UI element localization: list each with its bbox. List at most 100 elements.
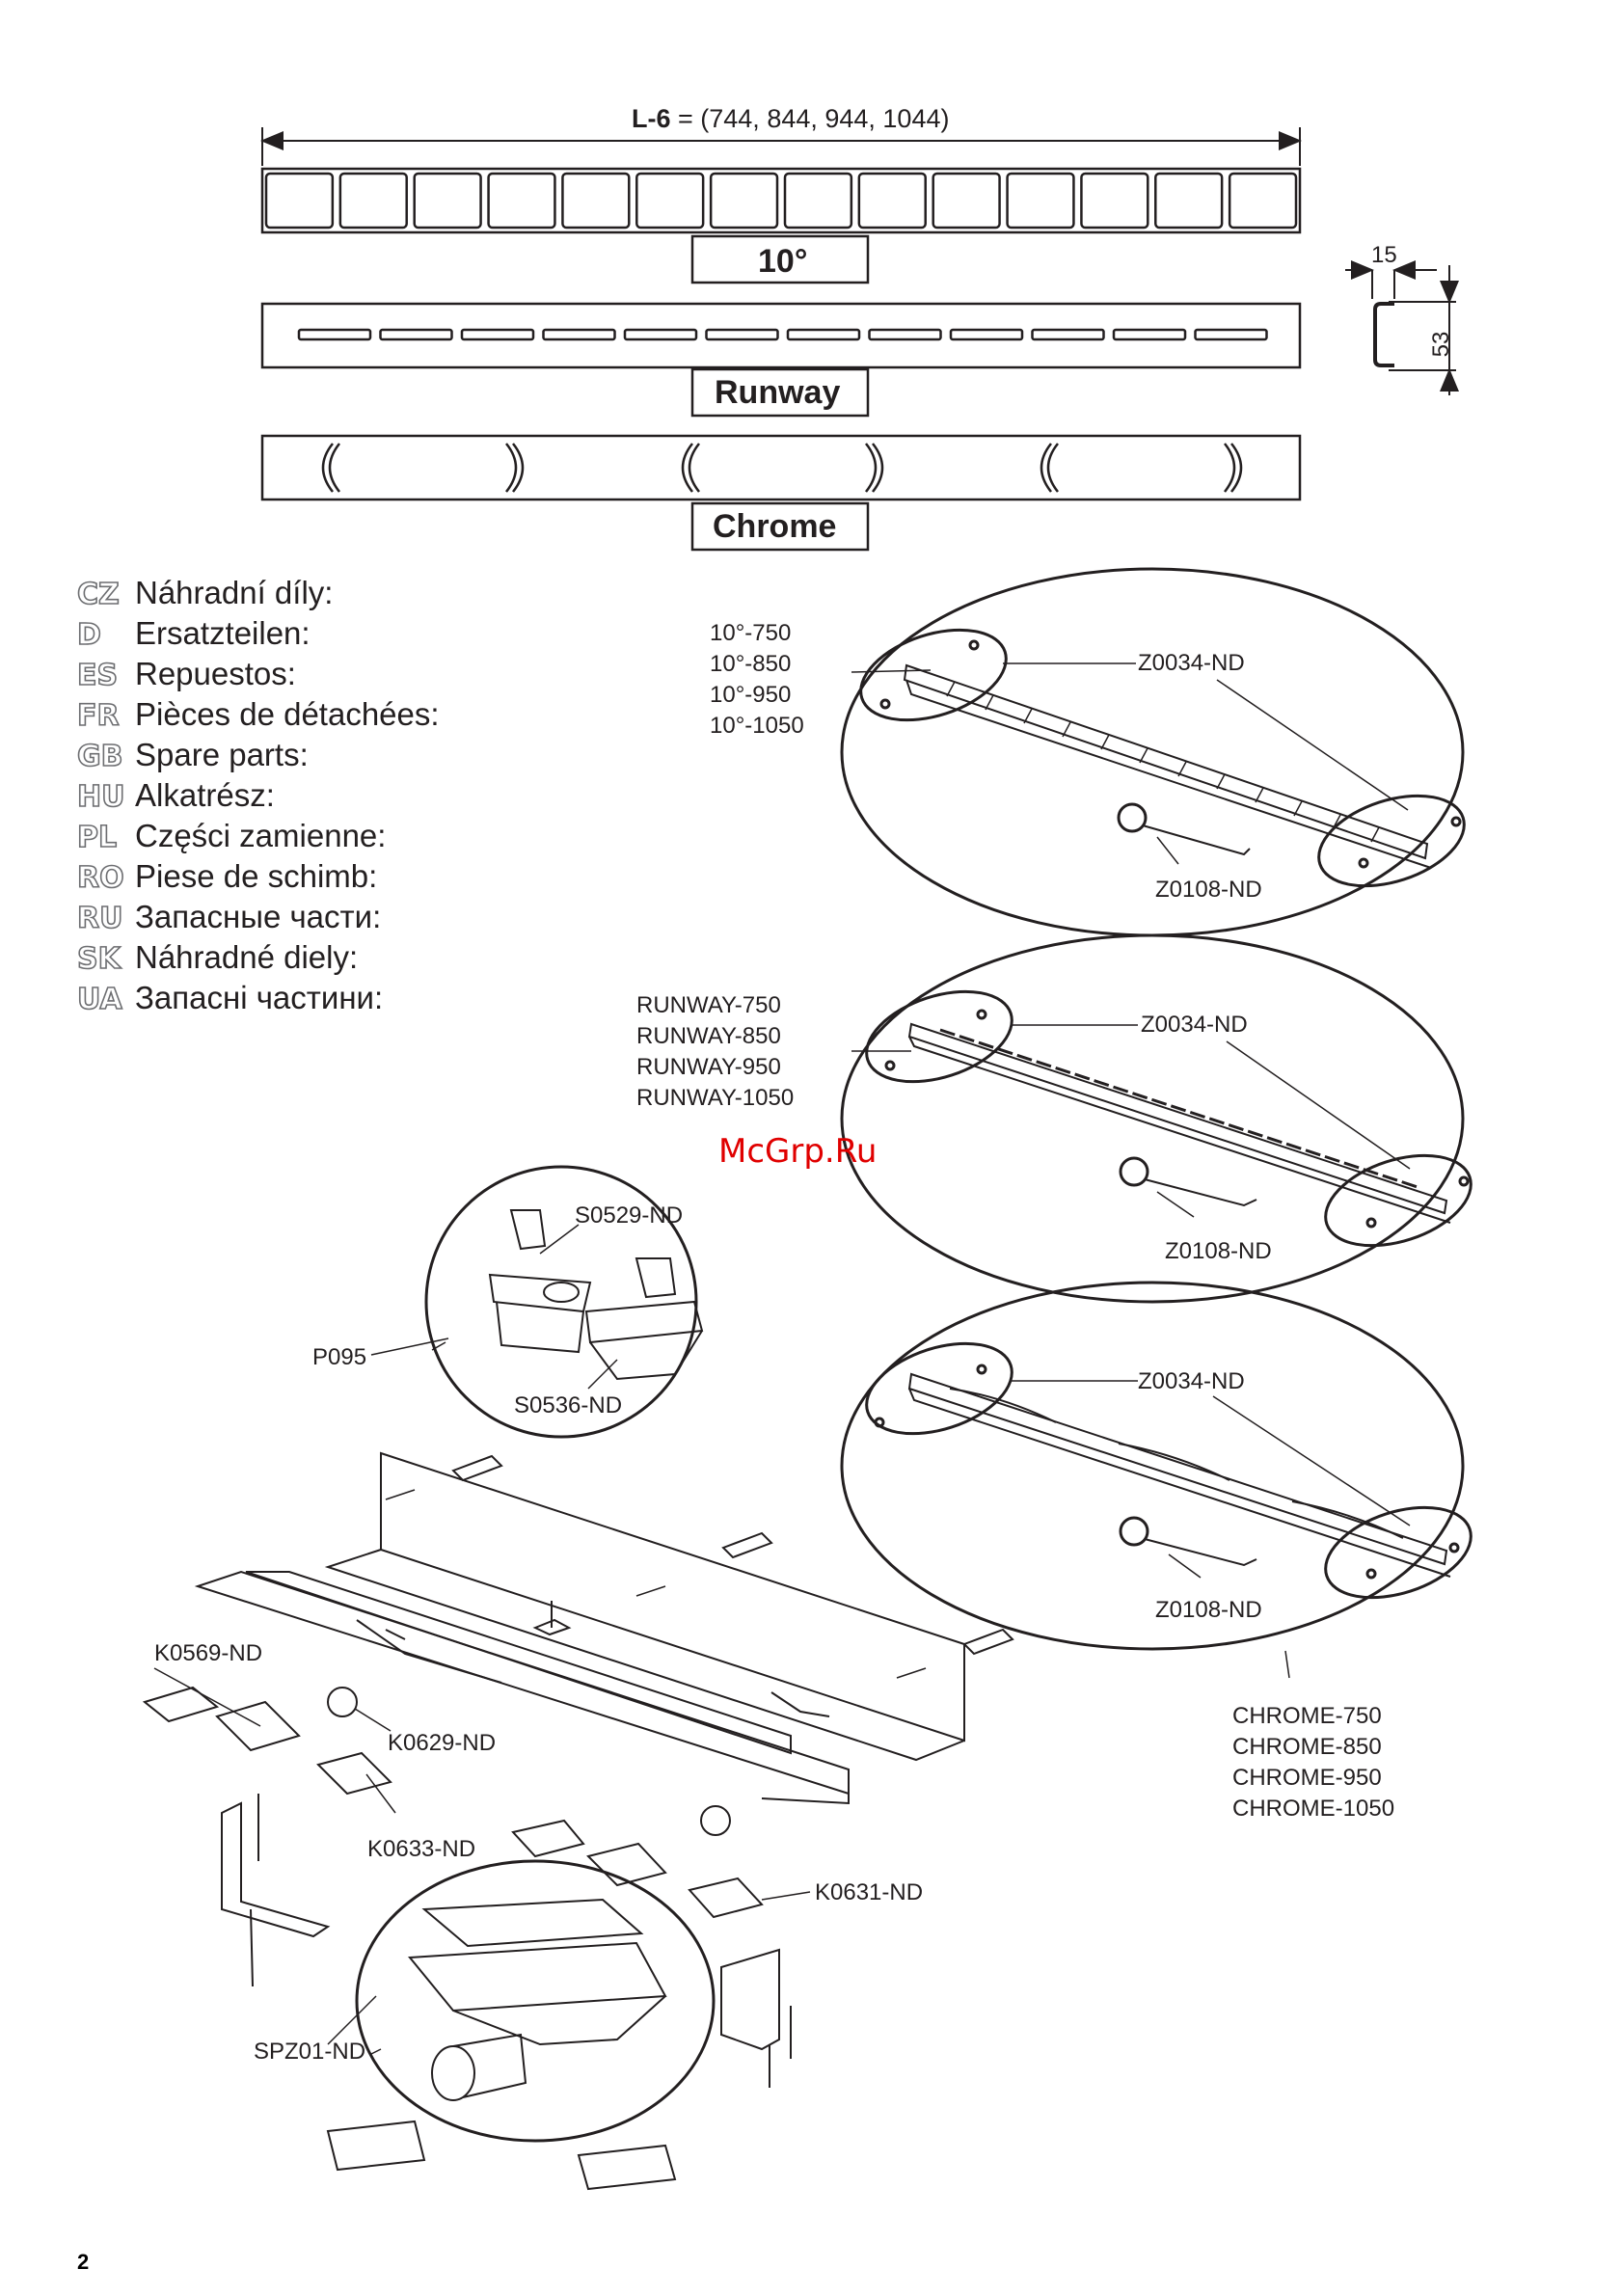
lang-text: Pièces de détachées: [135,696,440,732]
grate-10-tile [264,172,335,230]
drain-channel-assembly [194,1451,1014,1805]
grate-runway-slot [542,328,616,341]
grate-runway-slot [1194,328,1268,341]
grate-10-tile [1080,172,1149,230]
grate-runway-label: Runway [715,374,840,411]
lang-code: HU [76,779,125,815]
part-p095: P095 [312,1344,366,1370]
grate-10-tile [857,172,927,230]
grate-runway-slot [460,328,535,341]
dimension-prefix: L-6 [632,104,671,133]
lang-row-ru: RU Запасные части: [76,897,382,937]
lang-code: GB [76,739,123,774]
page-number: 2 [77,2250,89,2274]
lang-row-cz: CZ Náhradní díly: [76,573,334,613]
lang-code: SK [76,941,121,977]
part-spz01: SPZ01-ND [254,2039,365,2065]
lang-row-ro: RO Piese de schimb: [76,856,378,897]
siphon-detail-circle [370,1165,704,1439]
lang-text: Запасні частини: [135,980,384,1015]
grate-10-tile [709,172,779,230]
length-dimension [260,127,1302,166]
grate-10-tile [783,172,853,230]
grate-chrome-drawing [260,434,1302,501]
spz01-detail-circle [326,1859,716,2191]
lang-row-d: D Ersatzteilen: [76,613,311,654]
detail-chrome-ellipse [840,1281,1472,1679]
lang-text: Części zamienne: [135,818,387,853]
grate-runway-slot [1112,328,1187,341]
lang-text: Náhradné diely: [135,939,359,975]
lang-row-pl: PL Części zamienne: [76,816,387,856]
grate-10-tile [1154,172,1224,230]
lang-text: Spare parts: [135,737,309,772]
part-z0108-chrome: Z0108-ND [1155,1597,1262,1623]
grate-10-tile [635,172,705,230]
lang-row-ua: UA Запасні частини: [76,978,384,1018]
lang-code: ES [76,658,119,693]
model-10-1050: 10°-1050 [710,713,804,739]
grate-runway-slot [868,328,942,341]
model-runway-850: RUNWAY-850 [636,1023,781,1049]
lang-code: FR [76,698,120,734]
model-10-850: 10°-850 [710,651,791,677]
lang-text: Repuestos: [135,656,296,691]
lang-row-fr: FR Pièces de détachées: [76,694,440,735]
part-k0569: K0569-ND [154,1640,262,1666]
lang-text: Ersatzteilen: [135,615,311,651]
part-z0108-10: Z0108-ND [1155,877,1262,903]
grate-10-tile [413,172,482,230]
grate-10-tile [1228,172,1298,230]
profile-height-label: 53 [1428,332,1454,358]
grate-10-tile [561,172,631,230]
brackets [221,1794,792,2088]
grate-10-tile [1006,172,1075,230]
part-k0629: K0629-ND [388,1730,496,1756]
grate-runway-slot [786,328,861,341]
grate-10-label: 10° [758,243,807,280]
part-z0108-runway: Z0108-ND [1165,1238,1272,1264]
part-k0633: K0633-ND [367,1836,475,1862]
model-chrome-750: CHROME-750 [1232,1703,1382,1729]
dimension-label: L-6 = (744, 844, 944, 1044) [632,104,949,134]
lang-code: PL [76,820,118,855]
lang-text: Запасные части: [135,899,382,934]
model-runway-1050: RUNWAY-1050 [636,1085,794,1111]
grate-10-tile [338,172,408,230]
dimension-values: = (744, 844, 944, 1044) [670,104,950,133]
grate-chrome-label: Chrome [713,508,836,545]
model-chrome-1050: CHROME-1050 [1232,1796,1394,1822]
detail-runway-ellipse [840,933,1472,1304]
grate-runway-slot [379,328,453,341]
model-chrome-850: CHROME-850 [1232,1734,1382,1760]
grate-runway-label-box [690,367,870,418]
profile-width-label: 15 [1371,242,1397,268]
lang-row-sk: SK Náhradné diely: [76,937,359,978]
model-10-950: 10°-950 [710,682,791,708]
part-z0034-chrome: Z0034-ND [1138,1368,1245,1394]
grate-runway-drawing [260,302,1302,369]
lang-text: Piese de schimb: [135,858,378,894]
lang-code: D [76,617,102,653]
lang-code: RO [76,860,124,896]
lang-row-es: ES Repuestos: [76,654,296,694]
part-s0529: S0529-ND [575,1202,683,1229]
grate-runway-slot [623,328,698,341]
part-s0536: S0536-ND [514,1392,622,1418]
grate-runway-slot [1031,328,1105,341]
part-k0631: K0631-ND [815,1879,923,1905]
lang-code: RU [76,901,123,936]
part-z0034-10: Z0034-ND [1138,650,1245,676]
grate-10-label-box [690,234,870,284]
grate-runway-slot [949,328,1024,341]
grate-chrome-label-box [690,501,870,552]
model-chrome-950: CHROME-950 [1232,1765,1382,1791]
clips [142,1667,811,1919]
lang-code: UA [76,982,122,1017]
grate-runway-slot [297,328,372,341]
lang-text: Náhradní díly: [135,575,334,610]
lang-code: CZ [76,577,120,612]
grate-10-tile [487,172,556,230]
watermark: McGrp.Ru [718,1132,877,1171]
